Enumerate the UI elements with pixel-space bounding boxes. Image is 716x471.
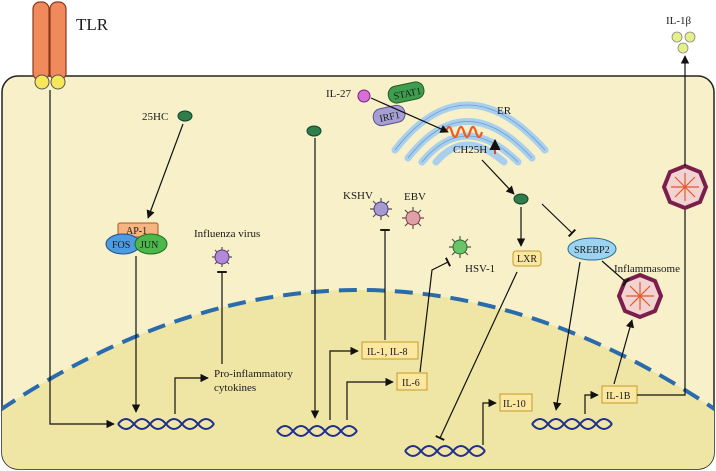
jun-label: JUN <box>140 240 158 251</box>
ch25h-label: CH25H <box>453 144 487 156</box>
ch25h-gene-icon <box>444 125 484 139</box>
jun-icon <box>134 233 168 255</box>
srebp2-label: SREBP2 <box>574 245 610 256</box>
ap1-label: AP-1 <box>126 226 147 237</box>
stat1-icon: STAT1 <box>387 81 425 104</box>
oxysterol-icon <box>306 125 322 137</box>
dna-helix-icon <box>117 418 215 430</box>
il1-il8-label: IL-1, IL-8 <box>367 347 408 358</box>
il27-ligand-icon <box>357 89 371 103</box>
influenza-label: Influenza virus <box>194 228 260 240</box>
25hc-label: 25HC <box>142 111 168 123</box>
il10-box <box>499 393 533 412</box>
hsv1-virus-icon <box>449 236 471 258</box>
hsv1-label: HSV-1 <box>465 263 495 275</box>
kshv-label: KSHV <box>343 190 373 202</box>
il1b-secreted-label: IL-1β <box>666 15 692 27</box>
il6-label: IL-6 <box>402 378 420 389</box>
tlr-label: TLR <box>76 15 109 34</box>
irf1-label: IRF1 <box>379 110 401 125</box>
er-label: ER <box>497 105 512 117</box>
influenza-virus-icon <box>212 247 232 267</box>
lxr-label: LXR <box>517 254 537 265</box>
ebv-label: EBV <box>404 191 426 203</box>
fos-label: FOS <box>112 240 130 251</box>
nuclear-membrane <box>2 288 714 412</box>
il1-il8-box <box>361 341 419 360</box>
kshv-virus-icon <box>370 198 392 220</box>
pro-inflammatory-label: Pro-inflammatory <box>214 368 293 380</box>
il10-label: IL-10 <box>503 399 526 410</box>
oxysterol-icon <box>177 110 193 122</box>
oxysterol-icon <box>513 193 529 205</box>
pathway-connectors <box>49 55 690 445</box>
ebv-virus-icon <box>402 207 424 229</box>
il1b-drop-icon <box>671 31 696 54</box>
il27-label: IL-27 <box>326 88 352 100</box>
cytokines-label: cytokines <box>214 382 256 394</box>
dna-helix-icon <box>276 425 358 437</box>
irf1-icon: IRF1 <box>372 104 406 127</box>
ap1-box <box>117 222 159 238</box>
tlr-receptor-icon <box>32 1 67 90</box>
inflammasome-label: Inflammasome <box>614 263 680 275</box>
il1b-box-label: IL-1B <box>606 391 631 402</box>
dna-helix-icon <box>531 418 613 430</box>
dna-helix-icon <box>404 445 486 457</box>
srebp2-icon <box>567 237 617 261</box>
il6-box <box>396 372 428 391</box>
inflammasome-icon <box>661 163 709 211</box>
lxr-box <box>512 250 542 267</box>
